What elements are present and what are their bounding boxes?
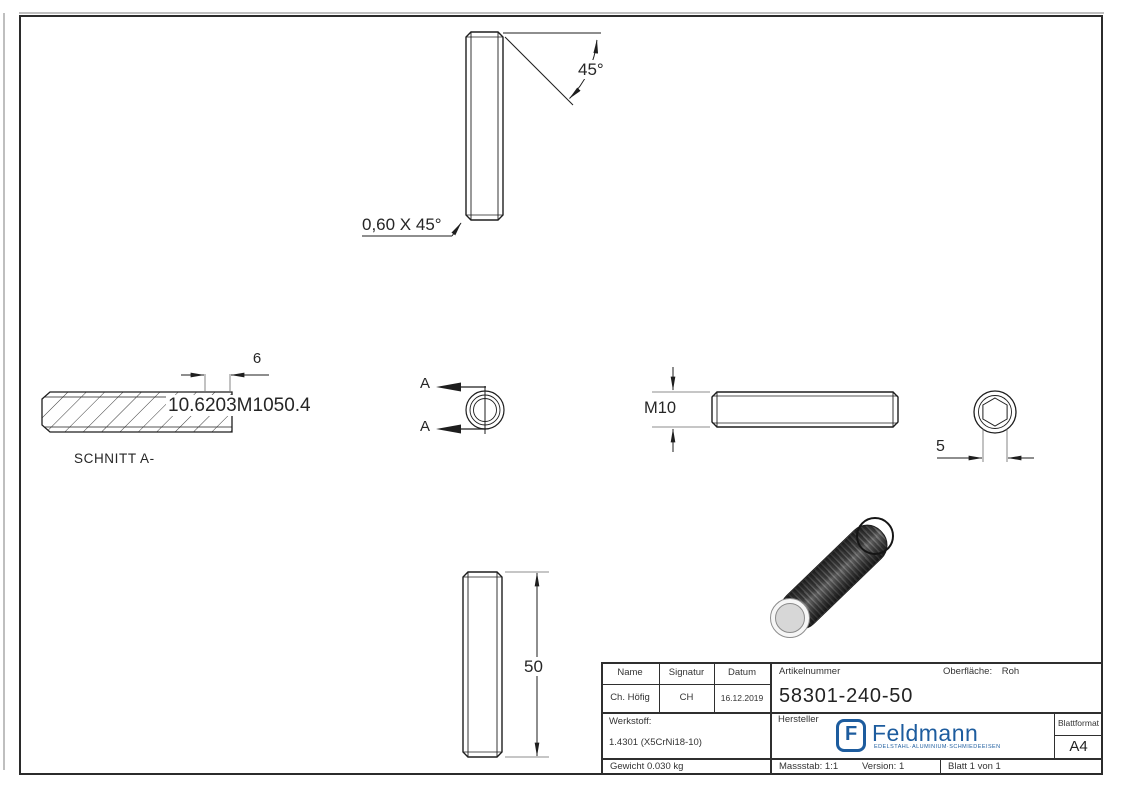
page-edge-left [3,13,5,770]
tb-werkstoff-label: Werkstoff: [609,716,652,727]
tb-gewicht: Gewicht 0.030 kg [610,761,684,772]
feldmann-logo-icon: F [836,719,866,752]
angle-dim-text: 45° [576,60,606,79]
tb-header-artikelnummer: Artikelnummer [779,666,841,677]
tb-value-datum: 16.12.2019 [720,693,764,703]
width-dim-label: 6 [252,350,262,367]
tb-value-signatur: CH [679,692,694,703]
logo-letter: F [845,723,858,745]
tb-blattformat-label: Blattformat [1057,718,1100,728]
tb-hersteller-label: Hersteller [778,714,819,725]
socket-dim-label: 5 [936,438,945,455]
end-view [937,390,1034,462]
thread-dim-label: M10 [644,399,677,417]
cut-plane-indicator [436,382,505,434]
drawing-frame [19,15,1103,775]
tb-massstab: Massstab: 1:1 [779,761,839,772]
rod-3d-end-outline [856,517,894,555]
length-dim-label: 50 [522,657,545,676]
tb-header-signatur: Signatur [668,667,705,678]
rod-3d-cap-center [775,603,805,633]
angle-dim-label: 45° [576,60,606,79]
top-side-view [465,31,504,221]
tb-header-name: Name [617,667,643,678]
logo-tagline: EDELSTAHL·ALUMINIUM·SCHMIEDEEISEN [874,744,1001,750]
cut-letter-bottom: A [420,418,431,435]
tb-blatt: Blatt 1 von 1 [948,761,1001,772]
cut-letter-top: A [420,375,431,392]
tb-header-datum: Datum [728,667,756,678]
tb-version: Version: 1 [862,761,905,772]
page-edge-top [19,12,1104,14]
logo-wordmark: Feldmann [872,720,979,746]
chamfer-note-leader [362,222,462,237]
tb-werkstoff-value: 1.4301 (X5CrNi18-10) [609,737,702,748]
length-dim-text: 50 [522,657,545,676]
tb-oberflaeche-label: Oberfläche: [943,666,993,677]
overlapping-dims-text: 10.6203M1050.4 [166,395,313,416]
tb-oberflaeche: Oberfläche: Roh [943,667,1019,677]
tb-blattformat-value: A4 [1069,738,1088,755]
tb-value-artikelnummer: 58301-240-50 [779,685,914,707]
tb-value-name: Ch. Höfig [610,692,650,703]
front-view [652,367,899,452]
chamfer-note-label: 0,60 X 45° [362,215,442,234]
overlapping-dims-label: 10.6203M1050.4 [166,395,313,416]
bottom-side-view [462,571,549,758]
tb-oberflaeche-value: Roh [1001,666,1020,677]
section-label: SCHNITT A- [74,451,155,466]
